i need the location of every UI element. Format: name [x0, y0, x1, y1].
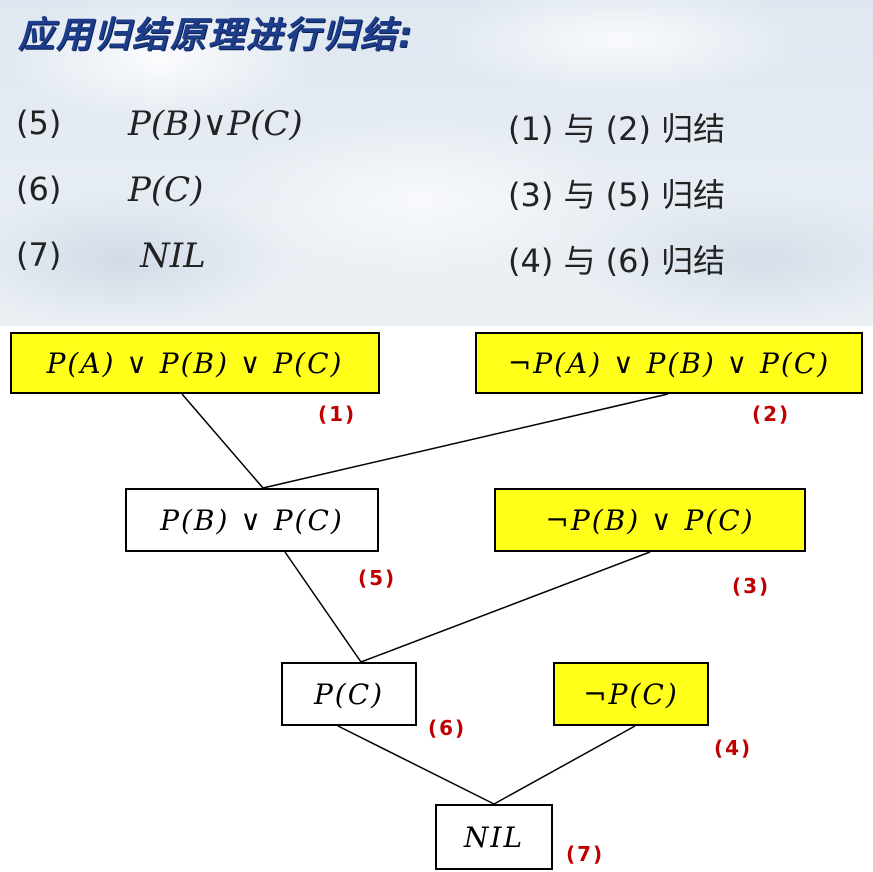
clause-label-6: (6)	[428, 716, 467, 740]
clause-node-6: P(C)	[281, 662, 417, 726]
derivation-step-6: (6) P(C) (3) 与 (5) 归结	[0, 170, 873, 230]
clause-label-5: (5)	[358, 566, 397, 590]
clause-node-text: ¬P(A) ∨ P(B) ∨ P(C)	[507, 346, 831, 380]
clause-label-4: (4)	[714, 736, 753, 760]
clause-node-3: ¬P(B) ∨ P(C)	[494, 488, 806, 552]
step-note: (1) 与 (2) 归结	[508, 110, 726, 148]
edge-n2-n5	[262, 393, 669, 489]
step-number: (5)	[16, 104, 62, 142]
edge-n1-n5	[181, 393, 264, 489]
edge-n4-n7	[493, 725, 636, 805]
clause-node-text: P(A) ∨ P(B) ∨ P(C)	[46, 346, 344, 380]
edge-n6-n7	[337, 725, 495, 805]
clause-label-7: (7)	[566, 842, 605, 866]
clause-node-text: NIL	[463, 820, 525, 854]
step-clause: P(B)∨P(C)	[128, 104, 303, 144]
clause-node-text: ¬P(B) ∨ P(C)	[545, 503, 755, 537]
edge-n3-n6	[360, 551, 651, 663]
page-title: 应用归结原理进行归结:	[18, 15, 415, 56]
step-clause: NIL	[140, 236, 206, 276]
step-number: (6)	[16, 170, 62, 208]
step-number: (7)	[16, 236, 62, 274]
clause-node-1: P(A) ∨ P(B) ∨ P(C)	[10, 332, 380, 394]
clause-label-1: (1)	[318, 402, 357, 426]
clause-node-text: P(C)	[313, 677, 385, 711]
derivation-step-7: (7) NIL (4) 与 (6) 归结	[0, 236, 873, 296]
edge-n5-n6	[284, 551, 362, 663]
clause-node-5: P(B) ∨ P(C)	[125, 488, 379, 552]
clause-label-2: (2)	[752, 402, 791, 426]
step-note: (3) 与 (5) 归结	[508, 176, 726, 214]
clause-node-4: ¬P(C)	[553, 662, 709, 726]
resolution-tree: P(A) ∨ P(B) ∨ P(C) (1) ¬P(A) ∨ P(B) ∨ P(…	[0, 326, 873, 872]
clause-label-3: (3)	[732, 574, 771, 598]
clause-node-7: NIL	[435, 804, 553, 870]
clause-node-2: ¬P(A) ∨ P(B) ∨ P(C)	[475, 332, 863, 394]
derivation-step-5: (5) P(B)∨P(C) (1) 与 (2) 归结	[0, 104, 873, 164]
step-note: (4) 与 (6) 归结	[508, 242, 726, 280]
clause-node-text: P(B) ∨ P(C)	[160, 503, 344, 537]
clause-node-text: ¬P(C)	[583, 677, 679, 711]
tree-edges	[181, 393, 669, 805]
step-clause: P(C)	[128, 170, 204, 210]
